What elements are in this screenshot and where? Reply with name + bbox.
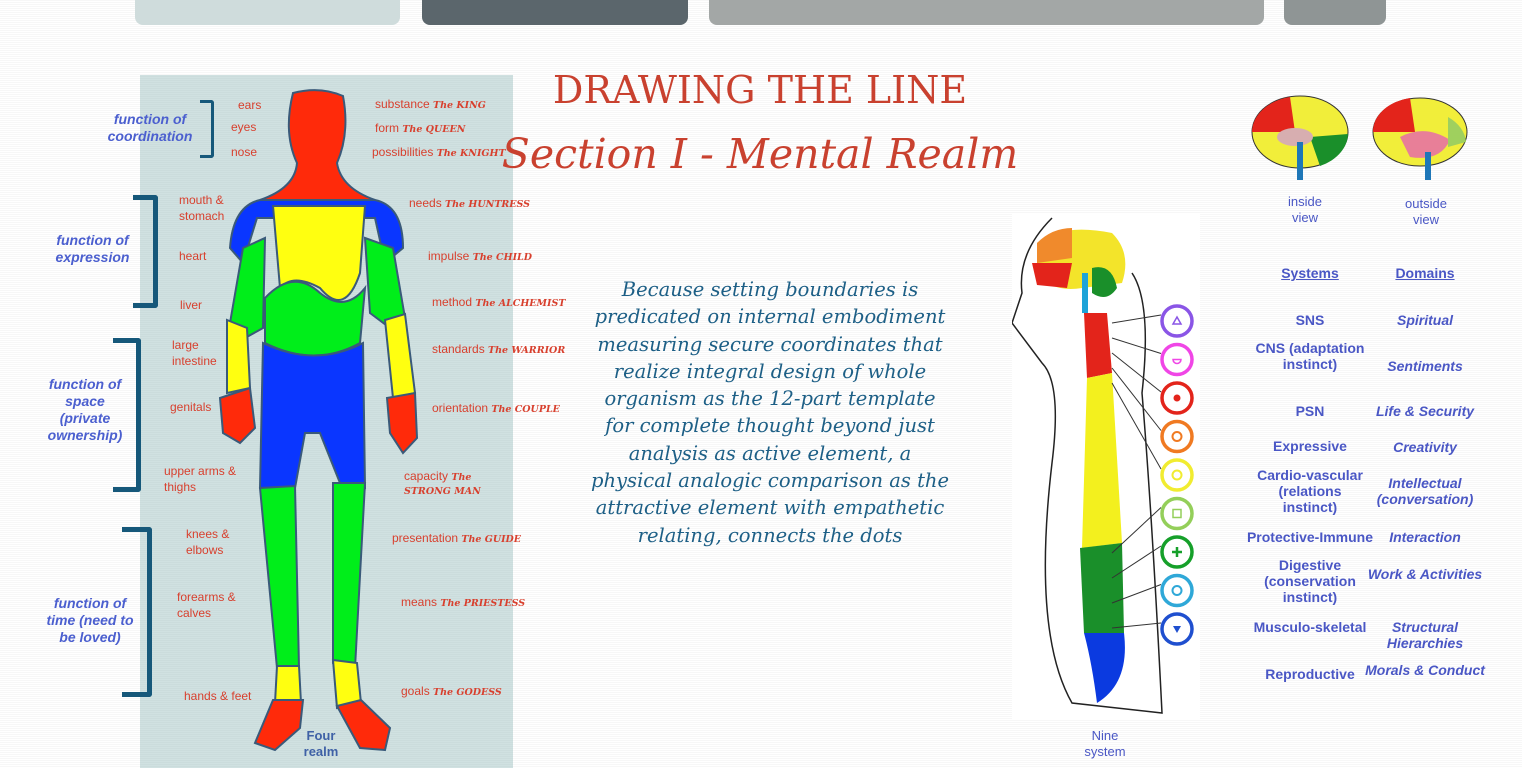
body-figure-illustration — [218, 89, 419, 752]
part-label: knees & elbows — [186, 527, 230, 557]
part-label: liver — [180, 298, 203, 312]
role-label: standards The WARRIOR — [432, 342, 566, 356]
brain-outside-view-illustration — [1372, 97, 1468, 180]
domain-item: Structural Hierarchies — [1386, 619, 1464, 651]
top-tab-2[interactable] — [422, 0, 688, 25]
part-label: forearms & calves — [177, 590, 236, 620]
system-item: Expressive — [1273, 438, 1347, 454]
part-label: hands & feet — [184, 689, 252, 703]
systems-header[interactable]: Systems — [1281, 265, 1339, 281]
chakra-ring-icon — [1160, 419, 1194, 454]
bracket — [133, 195, 158, 308]
role-label: needs The HUNTRESS — [409, 196, 531, 210]
chakra-triangle-up-icon — [1160, 304, 1194, 338]
spine-illustration — [1011, 217, 1194, 714]
top-tab-1[interactable] — [135, 0, 400, 25]
part-label: genitals — [170, 400, 212, 414]
page-subtitle: Section I - Mental Realm — [501, 130, 1019, 178]
spine-caption: Nine system — [1084, 728, 1126, 759]
domain-item: Life & Security — [1375, 403, 1475, 419]
domain-item: Interaction — [1389, 529, 1461, 545]
brain-outside-caption: outside view — [1405, 196, 1447, 227]
chakra-triangle-down-icon — [1160, 612, 1194, 646]
spine-panel — [1011, 213, 1200, 720]
part-label: nose — [231, 145, 258, 159]
chakra-ring-icon — [1160, 573, 1194, 608]
role-label: possibilities The KNIGHT — [372, 145, 506, 159]
bracket — [113, 338, 141, 492]
part-label: mouth & stomach — [179, 193, 225, 223]
function-label: function of coordination — [107, 111, 193, 144]
part-label: upper arms & thighs — [164, 464, 237, 494]
system-item: PSN — [1295, 403, 1325, 419]
chakra-ring-small-icon — [1160, 458, 1194, 492]
domain-item: Spiritual — [1396, 312, 1453, 328]
function-label: function of expression — [55, 232, 130, 265]
role-label: method The ALCHEMIST — [432, 295, 566, 309]
role-label: form The QUEEN — [375, 121, 466, 135]
system-item: Reproductive — [1265, 666, 1355, 682]
part-label: heart — [179, 249, 207, 263]
chakra-dot-icon — [1160, 381, 1194, 415]
top-tab-4[interactable] — [1284, 0, 1386, 25]
function-label: function of time (need to be loved) — [46, 595, 134, 645]
bracket — [200, 100, 214, 158]
role-label: impulse The CHILD — [428, 249, 532, 263]
chakra-square-icon — [1160, 496, 1194, 531]
top-tab-3[interactable] — [709, 0, 1264, 25]
bracket — [122, 527, 152, 697]
description-paragraph: Because setting boundaries is predicated… — [591, 278, 949, 547]
domain-item: Creativity — [1393, 439, 1457, 455]
domains-header[interactable]: Domains — [1395, 265, 1455, 281]
role-label: presentation The GUIDE — [392, 531, 522, 545]
part-label: large intestine — [172, 338, 217, 368]
system-item: Cardio-vascular (relations instinct) — [1257, 467, 1363, 515]
system-item: Musculo-skeletal — [1253, 619, 1367, 635]
system-item: SNS — [1295, 312, 1325, 328]
page-title: DRAWING THE LINE — [552, 68, 968, 112]
figure-caption: Four realm — [303, 728, 339, 759]
part-label: ears — [238, 98, 262, 112]
domain-item: Morals & Conduct — [1365, 662, 1485, 678]
system-item: Digestive (conservation instinct) — [1264, 557, 1356, 605]
role-label: substance The KING — [375, 97, 486, 111]
role-label: capacity The STRONG MAN — [404, 469, 481, 497]
chakra-plus-icon — [1160, 535, 1194, 569]
brain-inside-view-illustration — [1251, 95, 1349, 180]
system-item: CNS (adaptation instinct) — [1255, 340, 1365, 372]
role-label: means The PRIESTESS — [401, 595, 526, 609]
chakra-half-circle-icon — [1160, 342, 1194, 377]
function-label: function of space (private ownership) — [47, 376, 123, 443]
role-label: goals The GODESS — [401, 684, 502, 698]
role-label: orientation The COUPLE — [432, 401, 560, 415]
brain-inside-caption: inside view — [1288, 194, 1322, 225]
domain-item: Intellectual (conversation) — [1376, 475, 1474, 507]
part-label: eyes — [231, 120, 257, 134]
domain-item: Work & Activities — [1367, 566, 1483, 582]
system-item: Protective-Immune — [1246, 529, 1374, 545]
domain-item: Sentiments — [1387, 358, 1463, 374]
